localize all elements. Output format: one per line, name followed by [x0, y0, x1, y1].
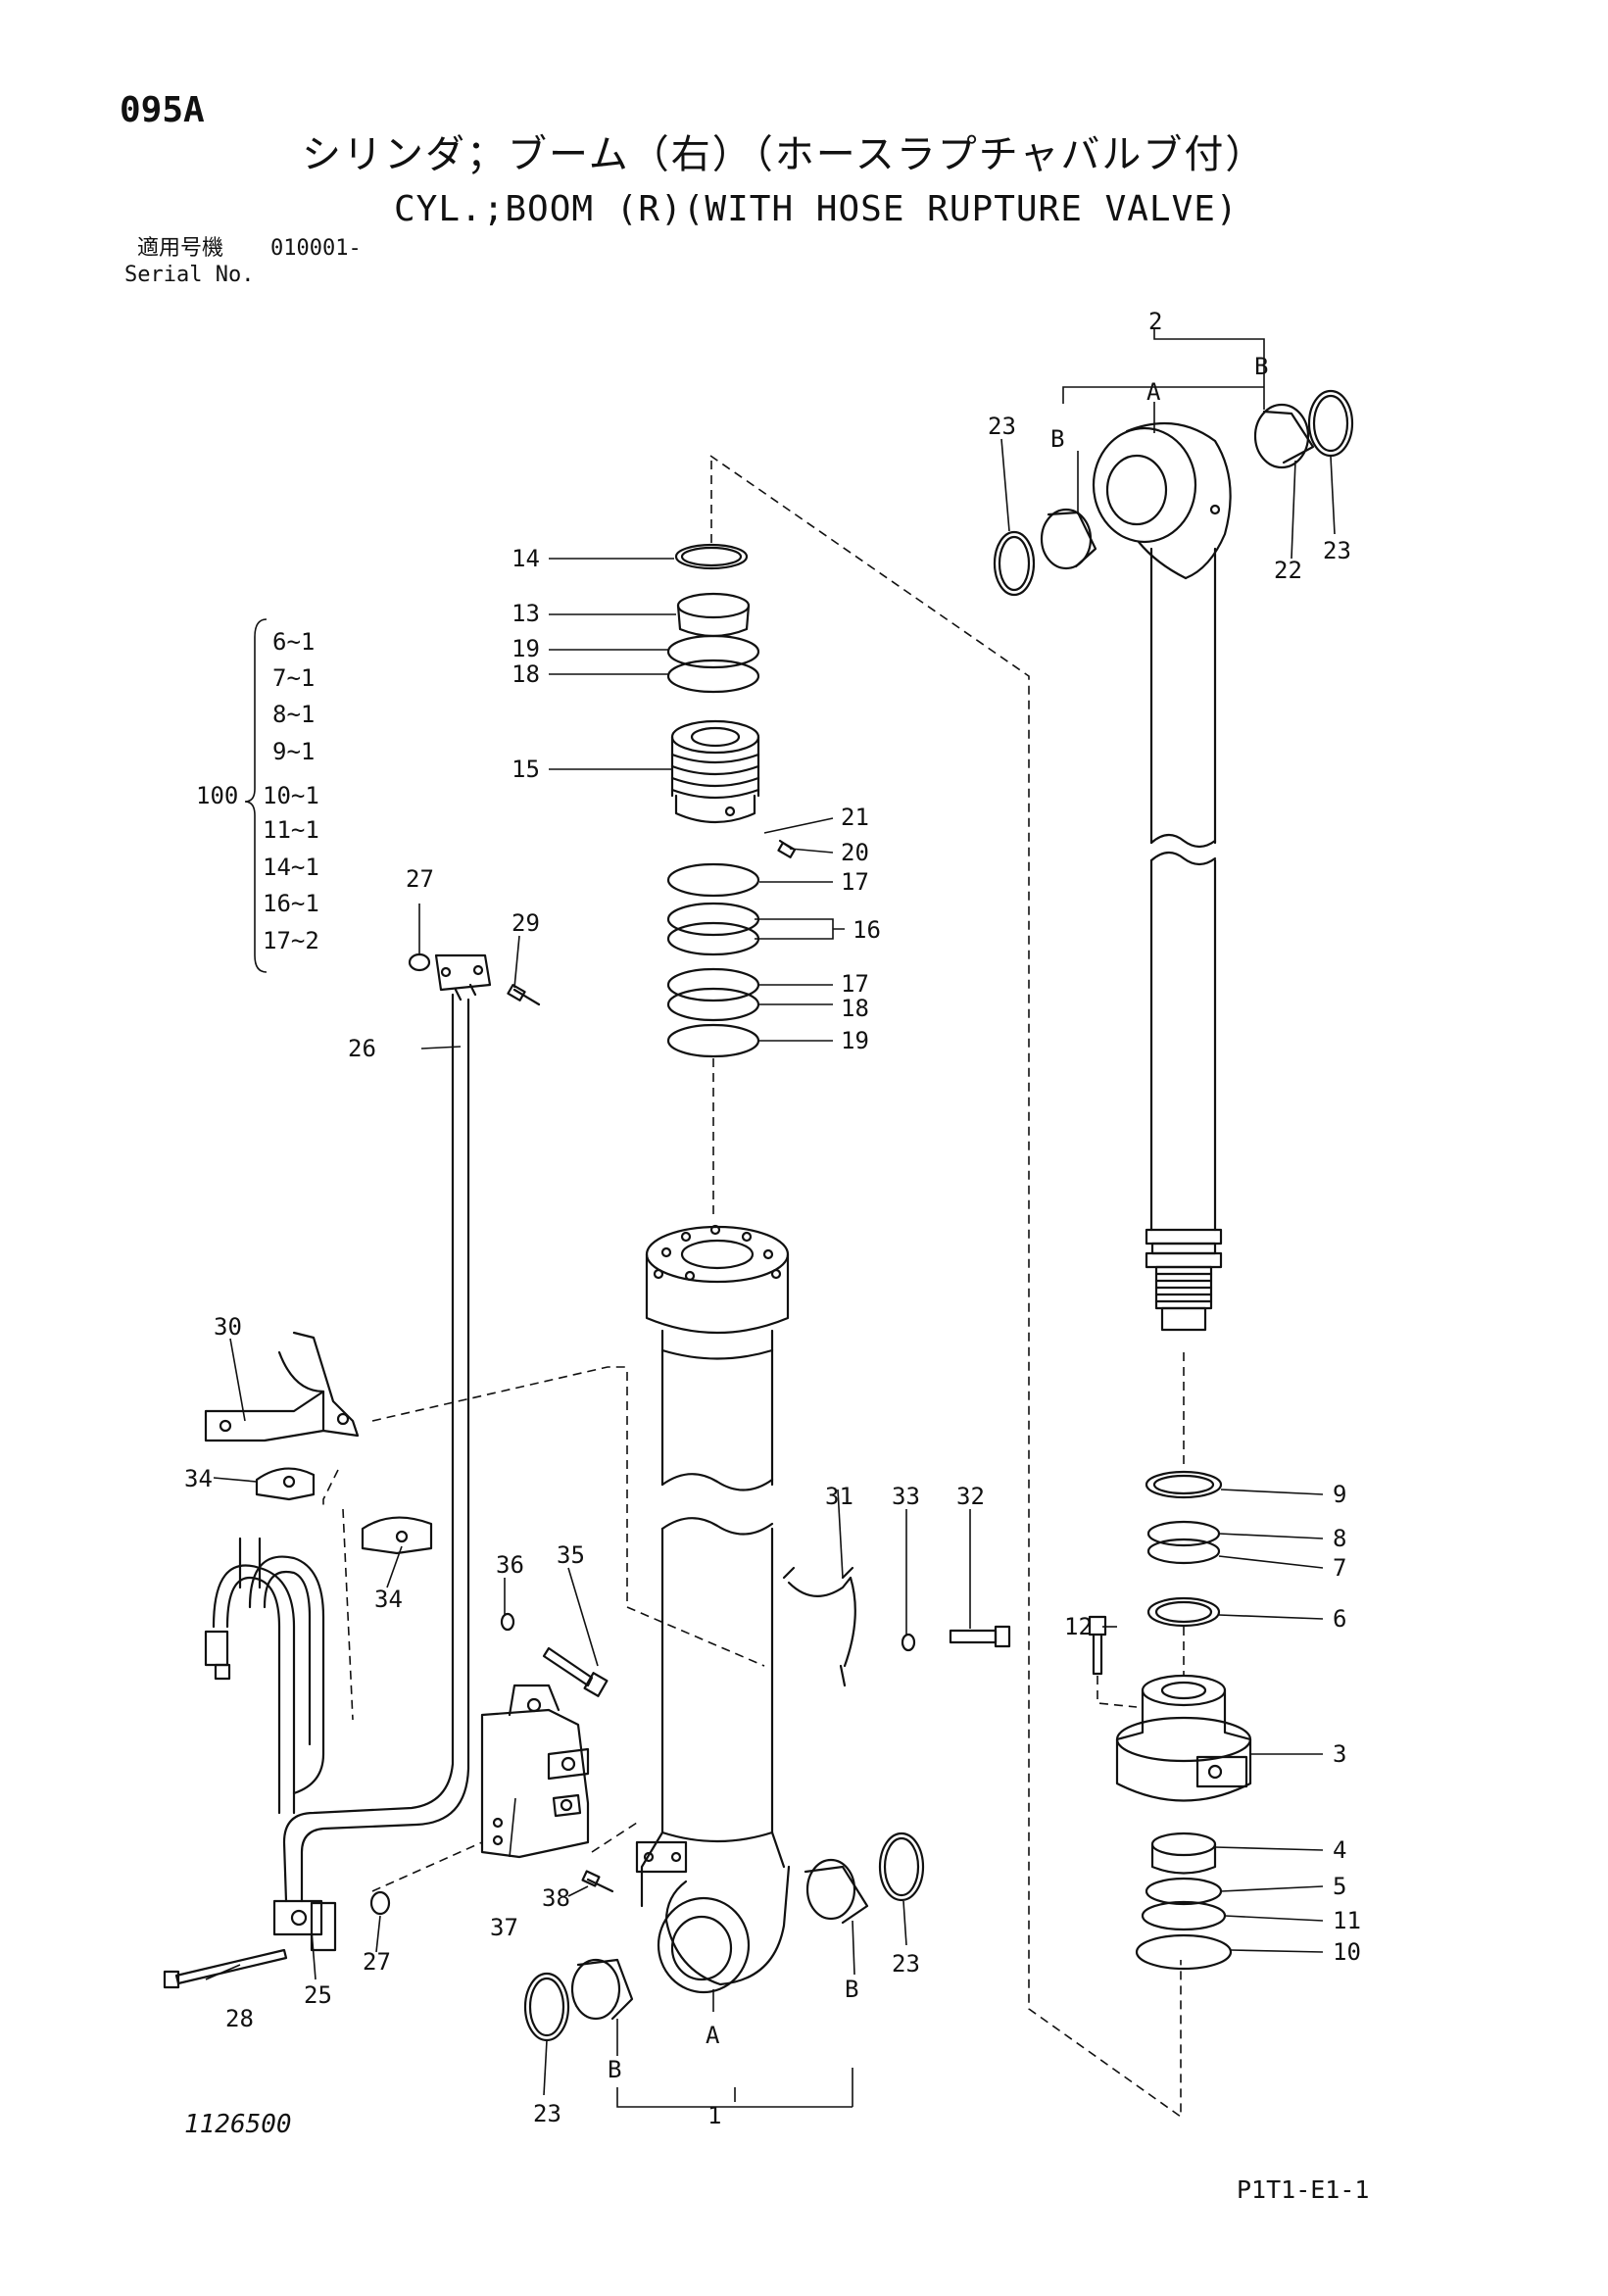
callout-35: 35	[557, 1541, 585, 1569]
callout-13: 13	[512, 600, 540, 627]
kit-label: 100	[196, 782, 238, 809]
callout-28: 28	[225, 2005, 254, 2032]
title-japanese: シリンダ；ブーム（右）（ホースラプチャバルブ付）	[302, 132, 1267, 177]
label-b-bottom-left: B	[608, 2056, 621, 2083]
callout-31: 31	[825, 1483, 853, 1510]
callout-23d: 23	[533, 2100, 561, 2127]
callout-23b: 23	[1323, 537, 1351, 564]
kit-item: 9~1	[272, 738, 315, 765]
page-code: 095A	[120, 90, 205, 130]
callout-29: 29	[512, 909, 540, 937]
callout-36: 36	[496, 1551, 524, 1579]
callout-8: 8	[1333, 1525, 1346, 1552]
kit-item: 7~1	[272, 664, 315, 692]
kit-item: 11~1	[263, 816, 319, 844]
rod-assembly	[993, 389, 1354, 1332]
kit-item: 6~1	[272, 628, 315, 656]
kit-item: 14~1	[263, 854, 319, 881]
callout-30: 30	[214, 1313, 242, 1341]
callout-6: 6	[1333, 1605, 1346, 1633]
label-a-bottom: A	[706, 2022, 720, 2049]
callout-labels: 1 2 3 4 5 6 7 8 9 10 11 12 13 14 15 16 1…	[184, 308, 1361, 2129]
callout-25: 25	[304, 1981, 332, 2009]
callout-33: 33	[892, 1483, 920, 1510]
label-b-bottom-right: B	[845, 1976, 858, 2003]
kit-item: 16~1	[263, 890, 319, 917]
callout-32: 32	[956, 1483, 985, 1510]
callout-10: 10	[1333, 1938, 1361, 1966]
callout-18a: 18	[512, 660, 540, 688]
callout-23c: 23	[892, 1950, 920, 1978]
tube-clamp	[782, 1566, 1011, 1687]
serial-label-japanese: 適用号機	[137, 236, 224, 261]
kit-item: 10~1	[263, 782, 319, 809]
title-english: CYL.;BOOM (R)(WITH HOSE RUPTURE VALVE)	[394, 189, 1239, 229]
callout-19b: 19	[841, 1027, 869, 1054]
kit-item: 17~2	[263, 927, 319, 954]
label-b-top-left: B	[1050, 425, 1064, 453]
piston-seal-stack	[1088, 1470, 1252, 1971]
callout-15: 15	[512, 756, 540, 783]
callout-23a: 23	[988, 413, 1016, 440]
callout-11: 11	[1333, 1907, 1361, 1934]
callout-16: 16	[853, 916, 881, 944]
hose-bracket	[204, 1331, 609, 1697]
callout-2: 2	[1148, 308, 1162, 335]
callout-27b: 27	[363, 1948, 391, 1976]
callout-14: 14	[512, 545, 540, 572]
drawing-number: 1126500	[184, 2110, 292, 2139]
gland-assembly	[666, 543, 797, 1058]
callout-38: 38	[542, 1884, 570, 1912]
callout-12: 12	[1064, 1613, 1093, 1640]
label-b-top-right: B	[1254, 353, 1268, 380]
callout-27a: 27	[406, 865, 434, 893]
callout-1: 1	[707, 2102, 721, 2129]
hydraulic-pipe	[163, 953, 541, 1989]
callout-17a: 17	[841, 868, 869, 896]
callout-26: 26	[348, 1035, 376, 1062]
callout-5: 5	[1333, 1873, 1346, 1900]
callout-20: 20	[841, 839, 869, 866]
callout-22: 22	[1274, 557, 1302, 584]
callout-37: 37	[490, 1914, 518, 1941]
callout-7: 7	[1333, 1554, 1346, 1582]
callout-21: 21	[841, 804, 869, 831]
callout-34a: 34	[184, 1465, 213, 1492]
seal-kit-list: 100 6~1 7~1 8~1 9~1 10~1 11~1 14~1 16~1 …	[196, 628, 319, 954]
callout-19a: 19	[512, 635, 540, 662]
serial-number-value: 010001-	[270, 236, 362, 261]
kit-item: 8~1	[272, 701, 315, 728]
bottom-pin-bushings	[523, 1832, 925, 2042]
callout-17b: 17	[841, 970, 869, 998]
callout-34b: 34	[374, 1586, 403, 1613]
callout-4: 4	[1333, 1836, 1346, 1864]
callout-18b: 18	[841, 995, 869, 1022]
callout-9: 9	[1333, 1481, 1346, 1508]
serial-label-english: Serial No.	[124, 263, 255, 287]
hose-rupture-valve	[480, 1684, 614, 1893]
page-reference: P1T1-E1-1	[1237, 2175, 1370, 2204]
label-a-top: A	[1146, 378, 1161, 406]
cylinder-tube	[635, 1224, 791, 1994]
callout-3: 3	[1333, 1740, 1346, 1768]
